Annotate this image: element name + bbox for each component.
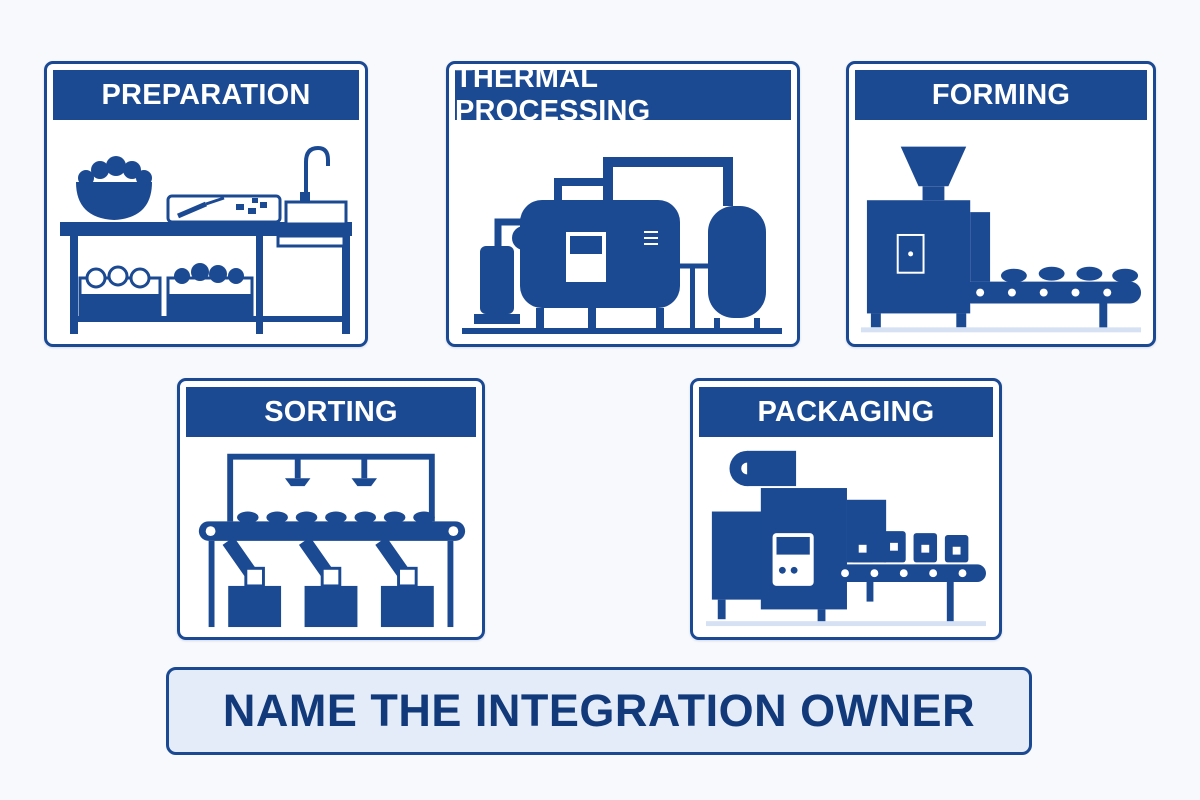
forming-machine-icon — [857, 126, 1145, 336]
stage-title: FORMING — [855, 70, 1147, 120]
stage-card-preparation: PREPARATION — [44, 61, 368, 347]
sorting-conveyor-icon — [188, 443, 474, 629]
stage-title: PREPARATION — [53, 70, 359, 120]
stage-card-forming: FORMING — [846, 61, 1156, 347]
stage-card-sorting: SORTING — [177, 378, 485, 640]
stage-title: PACKAGING — [699, 387, 993, 437]
stage-card-thermal-processing: THERMAL PROCESSING — [446, 61, 800, 347]
stage-title: THERMAL PROCESSING — [455, 62, 791, 127]
integration-owner-banner: NAME THE INTEGRATION OWNER — [166, 667, 1032, 755]
stage-card-packaging: PACKAGING — [690, 378, 1002, 640]
packaging-machine-icon — [701, 443, 991, 629]
thermal-processor-icon — [457, 126, 789, 336]
stage-title: SORTING — [186, 387, 476, 437]
prep-table-icon — [55, 126, 357, 336]
